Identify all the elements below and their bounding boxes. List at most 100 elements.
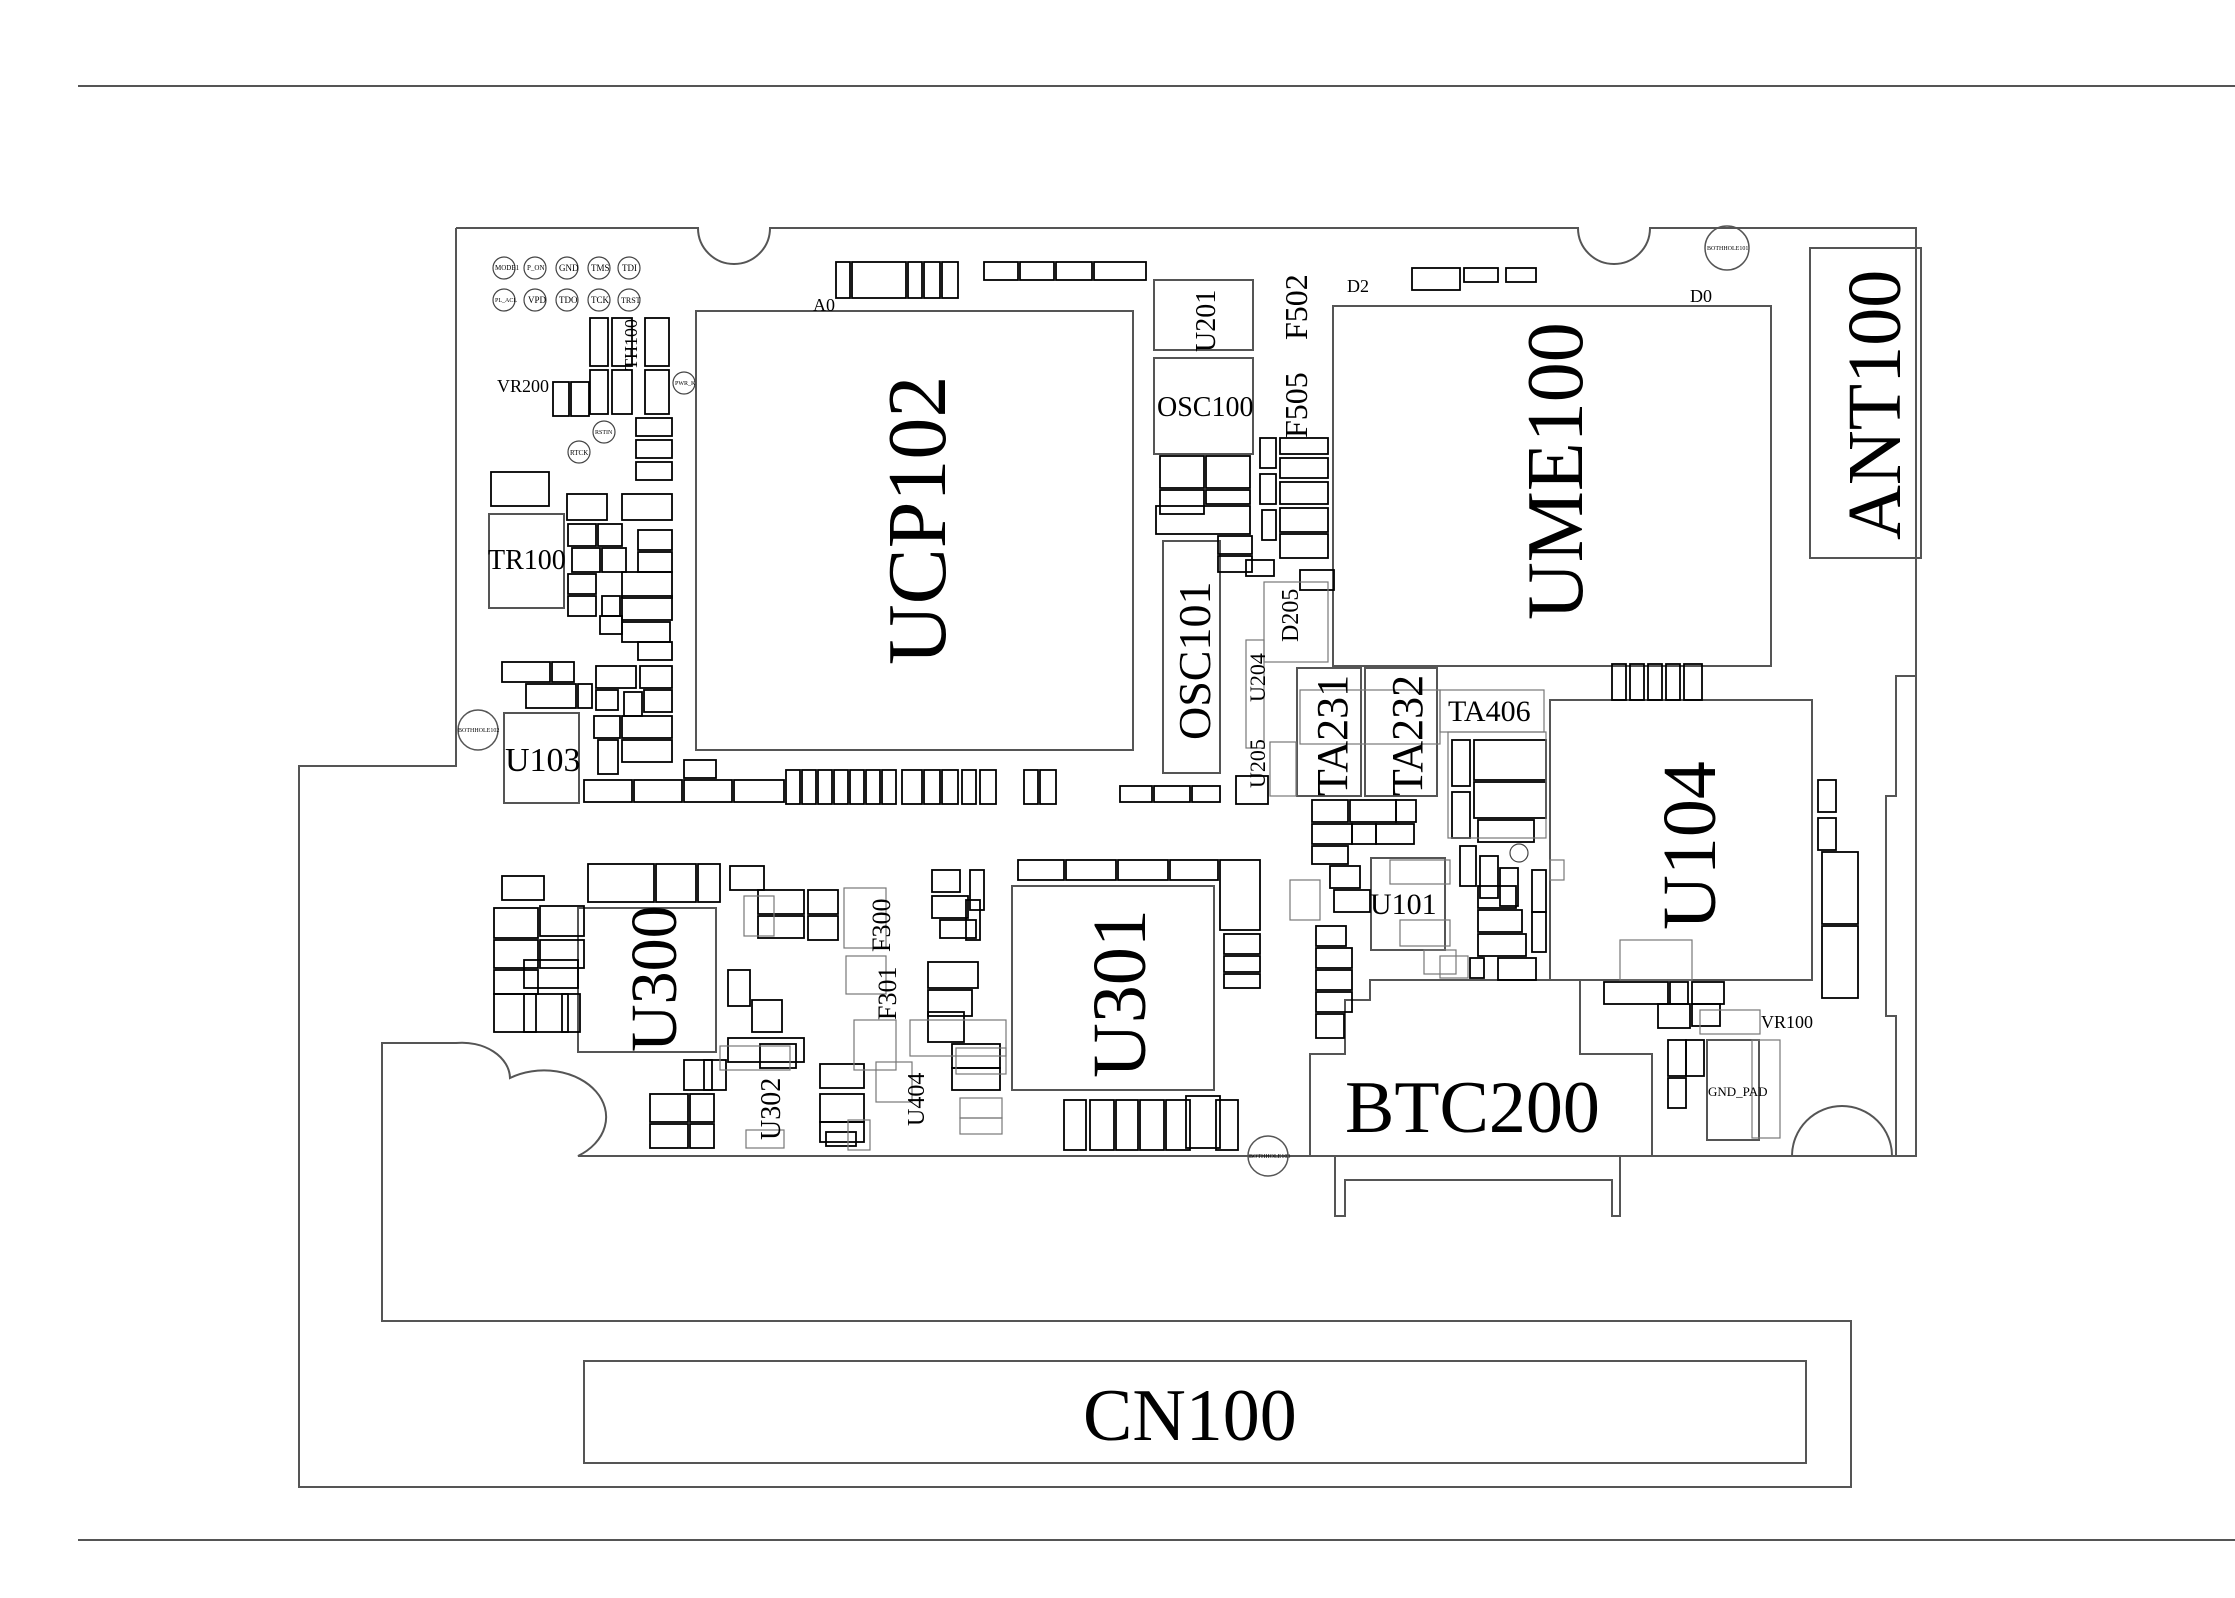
aux-outline — [843, 887, 887, 949]
smd-pad — [1647, 663, 1663, 701]
smd-pad — [1667, 1039, 1687, 1077]
aux-outline — [959, 1117, 1003, 1135]
smd-pad — [979, 769, 997, 805]
smd-pad — [1479, 855, 1499, 899]
smd-pad — [1063, 1099, 1087, 1151]
smd-pad — [1477, 885, 1517, 909]
smd-pad — [501, 661, 551, 683]
smd-pad — [587, 863, 655, 903]
aux-outline — [959, 1097, 1003, 1119]
smd-pad — [490, 471, 550, 507]
smd-pad — [1279, 457, 1329, 479]
hole-label-left: BOTHHOLE102 — [458, 728, 499, 734]
smd-pad — [1205, 489, 1251, 505]
aux-outline — [745, 1129, 785, 1149]
aux-outline — [1289, 879, 1321, 921]
smd-pad — [1499, 867, 1519, 907]
smd-pad — [1055, 261, 1093, 281]
smd-pad — [1311, 799, 1349, 823]
smd-pad — [589, 369, 609, 415]
smd-pad — [1165, 1099, 1191, 1151]
aux-outline — [875, 1061, 913, 1103]
smd-pad — [1039, 769, 1057, 805]
label-ta232: TA232 — [1383, 675, 1432, 796]
smd-pad — [1315, 969, 1353, 991]
smd-pad — [1315, 947, 1353, 969]
smd-pad — [1667, 1077, 1687, 1109]
smd-pad — [623, 691, 643, 717]
label-ucp102: UCP102 — [871, 376, 964, 665]
smd-pad — [927, 1011, 965, 1043]
smd-pad — [689, 1123, 715, 1149]
label-vr100: VR100 — [1761, 1012, 1813, 1032]
label-d2: D2 — [1347, 276, 1369, 296]
aux-outline — [955, 1047, 1007, 1075]
smd-pad — [621, 739, 673, 763]
ta231-outline — [1296, 667, 1362, 797]
label-f502: F502 — [1278, 274, 1314, 340]
smd-pad — [635, 417, 673, 437]
aux-outline — [845, 955, 887, 995]
smd-pad — [589, 317, 609, 367]
smd-pad — [1089, 1099, 1115, 1151]
smd-pad — [807, 889, 839, 915]
tp-gnd: GND — [559, 263, 579, 273]
smd-pad — [1685, 1039, 1705, 1077]
smd-pad — [1279, 481, 1329, 505]
smd-pad — [1333, 889, 1371, 913]
tr100-outline — [488, 513, 565, 609]
tp-rstin: RSTIN — [595, 430, 613, 436]
smd-pad — [1497, 957, 1537, 981]
smd-pad — [644, 317, 670, 367]
smd-pad — [1821, 851, 1859, 925]
smd-pad — [1477, 819, 1535, 843]
smd-pad — [1219, 859, 1261, 931]
smd-pad — [1531, 869, 1547, 913]
smd-pad — [1259, 473, 1277, 505]
smd-pad — [817, 769, 833, 805]
tp-rtck: RTCK — [570, 449, 588, 457]
smd-pad — [493, 907, 539, 939]
tp-trst: TRST — [621, 296, 641, 305]
hole-label-bottom: BOTHHOLE103 — [1249, 1154, 1290, 1160]
ume100-outline — [1332, 305, 1772, 667]
label-ant100: ANT100 — [1833, 270, 1917, 540]
label-ume100: UME100 — [1512, 322, 1600, 620]
tp-vpd: VPD — [528, 295, 547, 305]
smd-pad — [570, 381, 590, 417]
smd-pad — [1119, 785, 1153, 803]
smd-pad — [1603, 981, 1669, 1005]
smd-pad — [561, 993, 581, 1033]
smd-pad — [727, 1037, 805, 1063]
smd-pad — [1531, 911, 1547, 953]
smd-pad — [1217, 555, 1253, 573]
smd-pad — [1217, 535, 1253, 555]
smd-pad — [801, 769, 817, 805]
gnd-pad-outline — [1706, 1039, 1760, 1141]
smd-pad — [566, 493, 608, 521]
board-outline — [298, 227, 1917, 1488]
label-u300: U300 — [618, 905, 691, 1052]
hole-label-top-right: BOTHHOLE101 — [1707, 246, 1748, 252]
smd-pad — [523, 959, 579, 989]
label-tr100: TR100 — [488, 545, 566, 576]
label-gnd-pad: GND_PAD — [1708, 1084, 1767, 1099]
tp-tdi: TDI — [622, 263, 637, 273]
smd-pad — [571, 547, 601, 573]
smd-pad — [595, 689, 619, 711]
smd-pad — [1159, 455, 1205, 489]
smd-pad — [597, 523, 623, 547]
aux-outline — [743, 895, 775, 937]
smd-pad — [1817, 817, 1837, 851]
tp-tdo: TDO — [559, 295, 578, 305]
ant100-outline — [1809, 247, 1922, 559]
aux-outline — [719, 1045, 791, 1071]
label-u201: U201 — [1191, 290, 1222, 352]
smd-pad — [1117, 859, 1169, 881]
aux-outline — [1751, 1039, 1781, 1139]
label-u103: U103 — [505, 742, 581, 779]
test-point-group — [492, 256, 1529, 863]
smd-pad — [901, 769, 923, 805]
smd-pad — [923, 769, 941, 805]
